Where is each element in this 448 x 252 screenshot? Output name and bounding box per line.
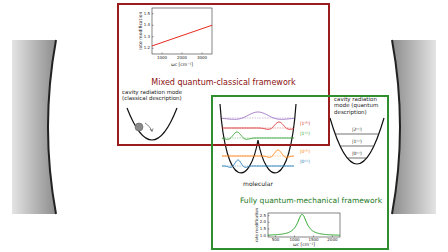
tick-label: 500 xyxy=(272,238,280,243)
energy-level xyxy=(222,118,294,119)
state-label: |1⁽ᴿ⁾⟩ xyxy=(300,121,310,126)
axis-label: ωc [cm⁻¹] xyxy=(293,243,315,248)
axis-label: rate modification xyxy=(138,12,143,51)
mirror-surface xyxy=(392,40,400,214)
tick-label: 1.2 xyxy=(144,46,150,51)
framework-title: Fully quantum-mechanical framework xyxy=(240,197,382,205)
axis-label: ωc [cm⁻¹] xyxy=(171,62,193,67)
tick-mark xyxy=(268,229,270,230)
tick-label: 1.0 xyxy=(260,233,266,238)
component-label: molecular xyxy=(243,181,273,188)
ball xyxy=(135,123,143,131)
chart-frame xyxy=(152,8,212,54)
wavefunction xyxy=(222,122,294,129)
quantum-framework-box: Fully quantum-mechanical framework xyxy=(211,95,389,250)
tick-mark xyxy=(152,13,154,14)
wavefunction xyxy=(222,132,294,139)
tick-label: 2000 xyxy=(177,56,187,61)
state-label: |1⁽ᶜ⁾⟩ xyxy=(352,139,362,144)
tick-mark xyxy=(202,53,203,55)
mirror xyxy=(392,40,436,214)
tick-label: 1000 xyxy=(289,238,299,243)
energy-level xyxy=(340,146,374,147)
tick-label: 2000 xyxy=(327,238,337,243)
motion-arrow xyxy=(145,123,152,131)
wavefunction xyxy=(222,150,294,157)
tick-label: 2.0 xyxy=(260,220,266,225)
tick-label: 3000 xyxy=(197,56,207,61)
rate-curve xyxy=(152,25,212,46)
tick-label: 1500 xyxy=(308,238,318,243)
tick-mark xyxy=(162,53,163,55)
state-label: |0⁽ᶜ⁾⟩ xyxy=(352,151,362,156)
state-label: |0⁽ᴿ⁾⟩ xyxy=(300,149,310,154)
state-label: |0⁽ᴸ⁾⟩ xyxy=(300,159,310,164)
caption: cavity radiation mode (quantum descripti… xyxy=(334,96,390,115)
framework-title: Mixed quantum-classical framework xyxy=(151,79,295,88)
double-well-potential xyxy=(220,104,296,173)
tick-mark xyxy=(268,215,270,216)
wavefunction xyxy=(222,160,294,167)
chart-frame xyxy=(268,213,340,237)
tick-label: 1.5 xyxy=(260,227,266,232)
tick-mark xyxy=(268,222,270,223)
motion-arrowhead xyxy=(150,129,153,132)
tick-label: 1.5 xyxy=(144,11,150,16)
energy-level xyxy=(335,134,379,135)
tick-mark xyxy=(152,36,154,37)
potential-curve xyxy=(127,108,177,140)
axis-label: rate modification xyxy=(255,208,260,242)
tick-label: 2.5 xyxy=(260,213,266,218)
mirror-surface xyxy=(48,40,56,214)
tick-label: 1.4 xyxy=(144,23,150,28)
tick-mark xyxy=(182,53,183,55)
tick-label: 1000 xyxy=(157,56,167,61)
mirror xyxy=(12,40,56,214)
energy-level xyxy=(347,158,366,159)
rate-curve xyxy=(268,214,340,235)
state-label: |1⁽ᴸ⁾⟩ xyxy=(300,131,310,136)
tick-mark xyxy=(152,48,154,49)
tick-mark xyxy=(152,25,154,26)
state-label: |2⁽ᶜ⁾⟩ xyxy=(352,127,362,132)
wavefunction xyxy=(222,112,294,119)
potential-curve xyxy=(330,118,384,164)
caption: cavity radiation mode (classical descrip… xyxy=(122,89,194,102)
tick-label: 1.3 xyxy=(144,34,150,39)
